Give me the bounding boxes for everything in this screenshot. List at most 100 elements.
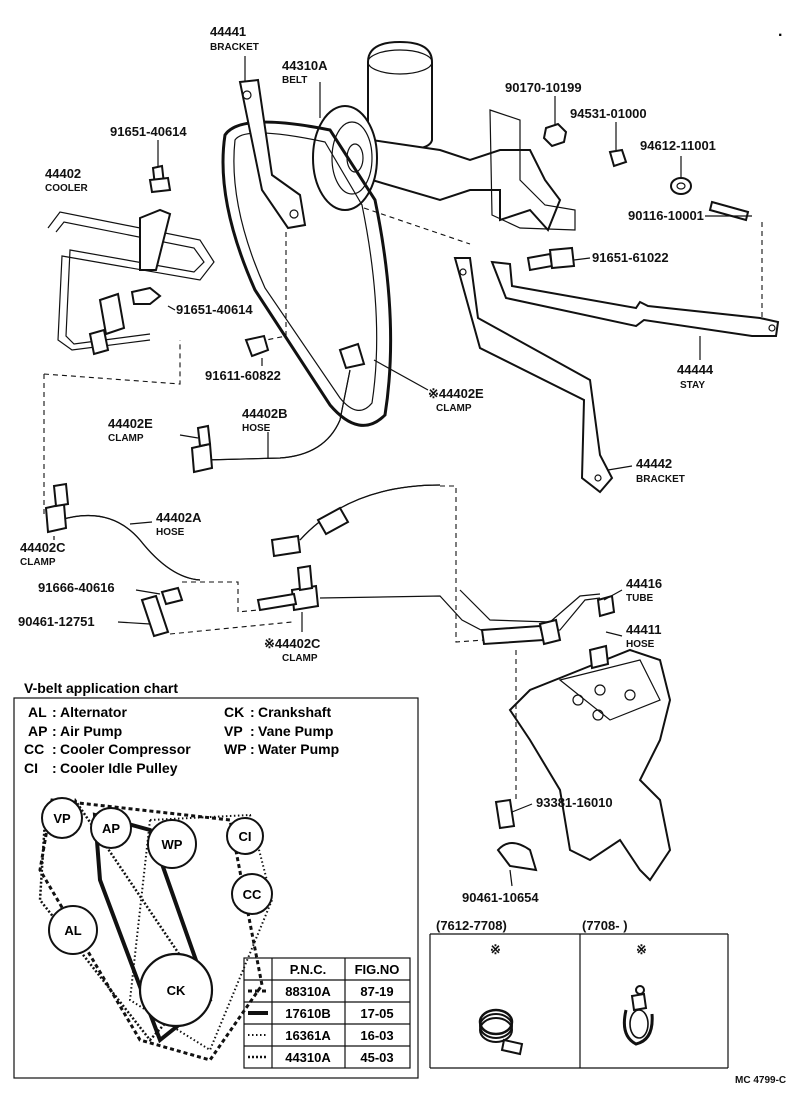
label-44402E-right: ※44402E — [428, 386, 484, 401]
label-44402E-left-sub: CLAMP — [108, 433, 144, 444]
gear-box — [508, 644, 672, 882]
legend-abbr-ap: AP — [28, 723, 47, 739]
legend-name-wp: Water Pump — [258, 741, 339, 757]
legend-abbr-al: AL — [28, 704, 47, 720]
label-44402A: 44402A — [156, 510, 202, 525]
bolt-91611-60822 — [244, 334, 270, 358]
label-44441: 44441 — [210, 24, 246, 39]
hose-44402B — [204, 369, 351, 461]
legend-abbr-vp: VP — [224, 723, 243, 739]
legend-sep-al: : — [52, 704, 57, 720]
pulley-ck-label: CK — [167, 983, 186, 998]
clamp-44402C-center — [256, 564, 320, 612]
part-labels: 44441 BRACKET 44310A BELT 90170-10199 94… — [18, 24, 716, 905]
pulley-ck — [138, 952, 214, 1028]
hose-44402A — [59, 514, 201, 581]
footer-code: MC 4799-C — [735, 1075, 786, 1086]
pulley-cc — [231, 873, 273, 915]
variant-label-1: (7612-7708) — [436, 918, 507, 933]
label-44441-sub: BRACKET — [210, 42, 259, 53]
bracket-44441 — [238, 78, 307, 230]
label-44402B-sub: HOSE — [242, 423, 271, 434]
label-44411: 44411 — [626, 622, 661, 637]
legend-sep-wp: : — [250, 741, 255, 757]
belt-44310A — [221, 120, 393, 427]
pulley-vp — [41, 797, 83, 839]
label-44416: 44416 — [626, 576, 662, 591]
variant-mark-2: ※ — [636, 942, 647, 957]
bolt-91651-61022 — [526, 246, 576, 272]
clamp-90461-10654 — [496, 842, 538, 872]
label-44402: 44402 — [45, 166, 81, 181]
clamp-44402E-lower — [190, 424, 214, 474]
pulley-ap — [90, 807, 132, 849]
belt-route-16361A — [128, 813, 274, 1052]
clamp-44402C-left — [44, 482, 70, 534]
variant-label-2: (7708- ) — [582, 918, 628, 933]
table-fig-17610B: 17-05 — [360, 1006, 393, 1021]
return-hose — [270, 484, 441, 558]
legend-abbr-wp: WP — [224, 741, 247, 757]
legend-abbr-ci: CI — [24, 760, 38, 776]
label-44444-sub: STAY — [680, 380, 705, 391]
pump-pulley — [312, 105, 378, 211]
table-pnc-44310A: 44310A — [285, 1050, 331, 1065]
label-44411-sub: HOSE — [626, 639, 655, 650]
label-44402A-sub: HOSE — [156, 527, 185, 538]
vbelt-chart-title: V-belt application chart — [24, 680, 178, 696]
label-44416-sub: TUBE — [626, 593, 654, 604]
pulley-wp-label: WP — [162, 837, 183, 852]
label-91651-40614-top: 91651-40614 — [110, 124, 187, 139]
label-44444: 44444 — [677, 362, 714, 377]
label-94531-01000: 94531-01000 — [570, 106, 647, 121]
bolt-94531-01000 — [608, 148, 628, 168]
label-44442-sub: BRACKET — [636, 474, 685, 485]
legend-abbr-ck: CK — [224, 704, 244, 720]
label-44310A: 44310A — [282, 58, 328, 73]
legend-name-al: Alternator — [60, 704, 127, 720]
label-44402C-center: ※44402C — [264, 636, 321, 651]
cooler-44402 — [47, 208, 215, 356]
hose-clamp-spring — [478, 1008, 524, 1056]
bolt-93381-16010 — [494, 798, 516, 830]
hose-44411 — [480, 618, 562, 646]
hose-clamp-band — [622, 985, 654, 1046]
clamp-variants: (7612-7708) (7708- ) ※ ※ — [429, 918, 729, 1069]
label-44402C-left-sub: CLAMP — [20, 557, 56, 568]
table-fig-88310A: 87-19 — [360, 984, 393, 999]
label-91651-40614-mid: 91651-40614 — [176, 302, 253, 317]
variant-mark-1: ※ — [490, 942, 501, 957]
label-44442: 44442 — [636, 456, 672, 471]
legend-name-vp: Vane Pump — [258, 723, 333, 739]
legend-sep-ci: : — [52, 760, 57, 776]
legend-abbr-cc: CC — [24, 741, 44, 757]
label-94612-11001: 94612-11001 — [640, 138, 716, 153]
pnc-table: P.N.C. FIG.NO 88310A 87-19 17610B 17-05 … — [243, 957, 411, 1069]
label-90461-12751: 90461-12751 — [18, 614, 95, 629]
pulley-al — [48, 905, 98, 955]
fitting-91666-40616 — [160, 586, 184, 606]
pulleys: VP AP WP CI CC AL CK — [41, 797, 273, 1028]
label-44402C-left: 44402C — [20, 540, 66, 555]
label-91651-61022: 91651-61022 — [592, 250, 669, 265]
table-header-pnc: P.N.C. — [290, 962, 327, 977]
label-90461-10654: 90461-10654 — [462, 890, 539, 905]
table-pnc-17610B: 17610B — [285, 1006, 331, 1021]
table-pnc-16361A: 16361A — [285, 1028, 331, 1043]
legend-sep-ck: : — [250, 704, 255, 720]
label-91611-60822: 91611-60822 — [205, 368, 281, 383]
bolt-91651-40614-top — [148, 164, 172, 194]
belt-route-88310A — [38, 798, 264, 1062]
legend-sep-ap: : — [52, 723, 57, 739]
label-91666-40616: 91666-40616 — [38, 580, 115, 595]
bolt-91651-40614-mid — [130, 286, 162, 305]
leader-lines — [53, 56, 752, 887]
label-44402-sub: COOLER — [45, 183, 89, 194]
label-90170-10199: 90170-10199 — [505, 80, 582, 95]
pulley-ci — [226, 817, 264, 855]
label-93381-16010: 93381-16010 — [536, 795, 613, 810]
assembly-lines — [43, 207, 763, 800]
table-pnc-88310A: 88310A — [285, 984, 331, 999]
nut-90170-10199 — [542, 122, 568, 148]
